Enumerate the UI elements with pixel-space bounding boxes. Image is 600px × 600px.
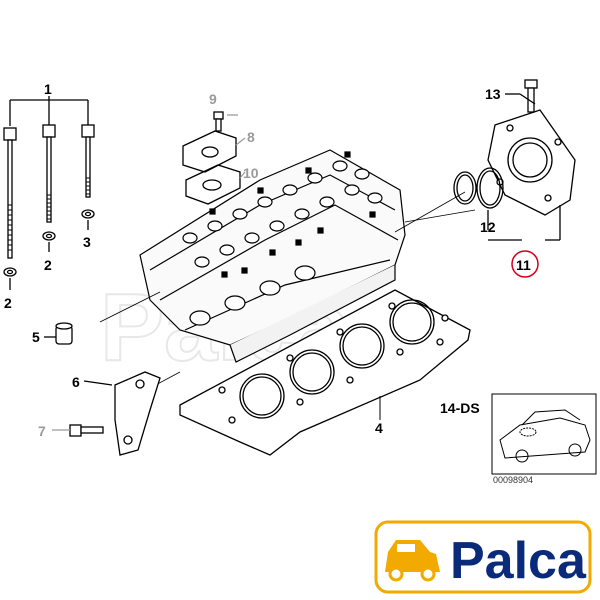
callout-11: 11 [516, 257, 531, 273]
bolt-7 [52, 424, 104, 437]
bolt-long-1 [3, 127, 17, 259]
callout-6: 6 [72, 374, 80, 390]
callout-4: 4 [375, 420, 383, 436]
callout-2a: 2 [4, 295, 12, 311]
washer-2b [42, 231, 56, 241]
reference-number: 00098904 [493, 475, 533, 485]
callout-14-ds: 14-DS [440, 400, 480, 416]
brand-name: Palca [450, 532, 587, 590]
callout-13: 13 [485, 86, 501, 102]
cylinder-head [139, 149, 406, 363]
callout-7: 7 [38, 423, 46, 439]
vehicle-thumbnail [491, 393, 597, 475]
washer-2a [3, 267, 17, 277]
brand-logo: Palca [374, 520, 592, 594]
car-icon [385, 540, 440, 582]
plug-5 [44, 322, 73, 345]
flange-assembly [453, 79, 576, 241]
callout-5: 5 [32, 329, 40, 345]
callout-12: 12 [480, 219, 496, 235]
cover-plate-group [182, 111, 246, 205]
head-gasket [179, 289, 471, 456]
logo-frame [374, 520, 592, 594]
bolt-long-3 [81, 124, 95, 198]
seal-ring-b [476, 167, 504, 209]
highlight-circle-11 [511, 250, 539, 278]
bracket-6 [83, 371, 161, 456]
bolts-group [3, 96, 95, 290]
callout-2b: 2 [44, 257, 52, 273]
callout-10: 10 [243, 165, 259, 181]
callouts: 1 2 2 3 4 5 6 7 8 9 10 11 12 13 14-DS [4, 81, 531, 439]
bolt-long-2 [42, 124, 56, 223]
seal-ring-a [453, 171, 477, 205]
callout-9: 9 [209, 91, 217, 107]
callout-3: 3 [83, 234, 91, 250]
gasket-10 [185, 164, 241, 205]
washer-3 [81, 209, 95, 219]
leader-lines [99, 191, 476, 389]
callout-8: 8 [247, 129, 255, 145]
callout-1: 1 [44, 81, 52, 97]
